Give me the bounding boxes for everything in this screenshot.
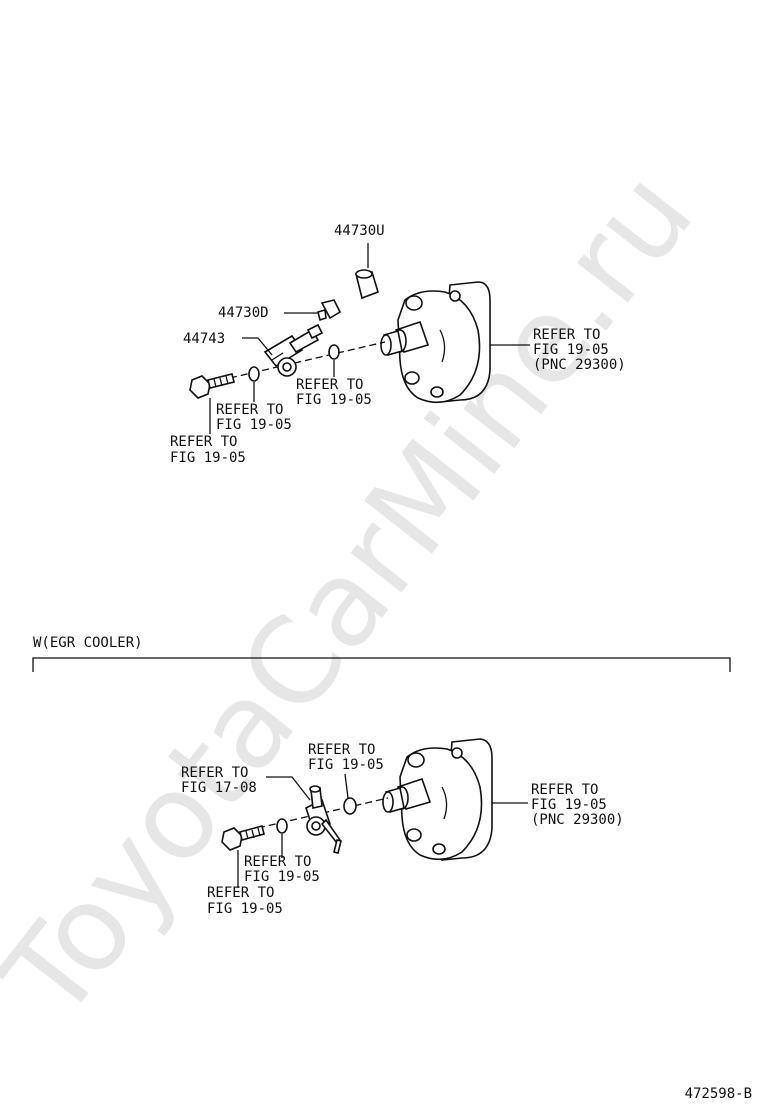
part-number-44730D: 44730D [218, 305, 269, 321]
gasket-ref-label-top-2: FIG 19-05 [296, 392, 372, 408]
pipe-fitting-bottom [305, 785, 342, 854]
pump-ref-label-top-3: (PNC 29300) [533, 357, 626, 373]
pump-ref-label-bottom-1: REFER TO [531, 782, 598, 798]
bolt-ref-label-bottom-2: FIG 19-05 [207, 901, 283, 917]
pump-ref-label-top-2: FIG 19-05 [533, 342, 609, 358]
section-label: W(EGR COOLER) [33, 635, 143, 651]
washer-ref-label-top-1: REFER TO [216, 402, 283, 418]
bolt-ref-label-bottom-1: REFER TO [207, 885, 274, 901]
gasket-bottom [343, 797, 357, 815]
vacuum-pump-bottom [382, 738, 493, 861]
union-fitting-44743 [263, 323, 324, 377]
part-number-44730U: 44730U [334, 223, 385, 239]
bolt-top [189, 373, 235, 399]
gasket-ref-label-top-1: REFER TO [296, 377, 363, 393]
pipe-ref-label-bottom-2: FIG 17-08 [181, 780, 257, 796]
elbow-44730D [317, 299, 342, 322]
cap-44730U [355, 269, 379, 300]
washer-ref-label-bottom-2: FIG 19-05 [244, 869, 320, 885]
top-assembly: 44730U 44730D 44743 REFER TO FIG 19-05 (… [170, 223, 626, 466]
figure-id: 472598-B [685, 1086, 752, 1102]
bolt-ref-label-top-1: REFER TO [170, 434, 237, 450]
pump-ref-label-bottom-2: FIG 19-05 [531, 797, 607, 813]
bottom-assembly: REFER TO FIG 19-05 REFER TO FIG 17-08 RE… [181, 738, 624, 917]
gasket-ref-label-bottom-1: REFER TO [308, 742, 375, 758]
bolt-bottom [221, 825, 265, 851]
washer-bottom [276, 818, 288, 834]
pipe-ref-label-bottom-1: REFER TO [181, 765, 248, 781]
washer-ref-label-bottom-1: REFER TO [244, 854, 311, 870]
washer-ref-label-top-2: FIG 19-05 [216, 417, 292, 433]
bolt-ref-label-top-2: FIG 19-05 [170, 450, 246, 466]
pump-ref-label-bottom-3: (PNC 29300) [531, 812, 624, 828]
vacuum-pump-top [380, 281, 491, 404]
section-bracket [32, 657, 731, 672]
pump-ref-label-top-1: REFER TO [533, 327, 600, 343]
gasket-ref-label-bottom-2: FIG 19-05 [308, 757, 384, 773]
gasket-top [328, 344, 340, 360]
part-number-44743: 44743 [183, 331, 225, 347]
washer-top [248, 366, 260, 382]
